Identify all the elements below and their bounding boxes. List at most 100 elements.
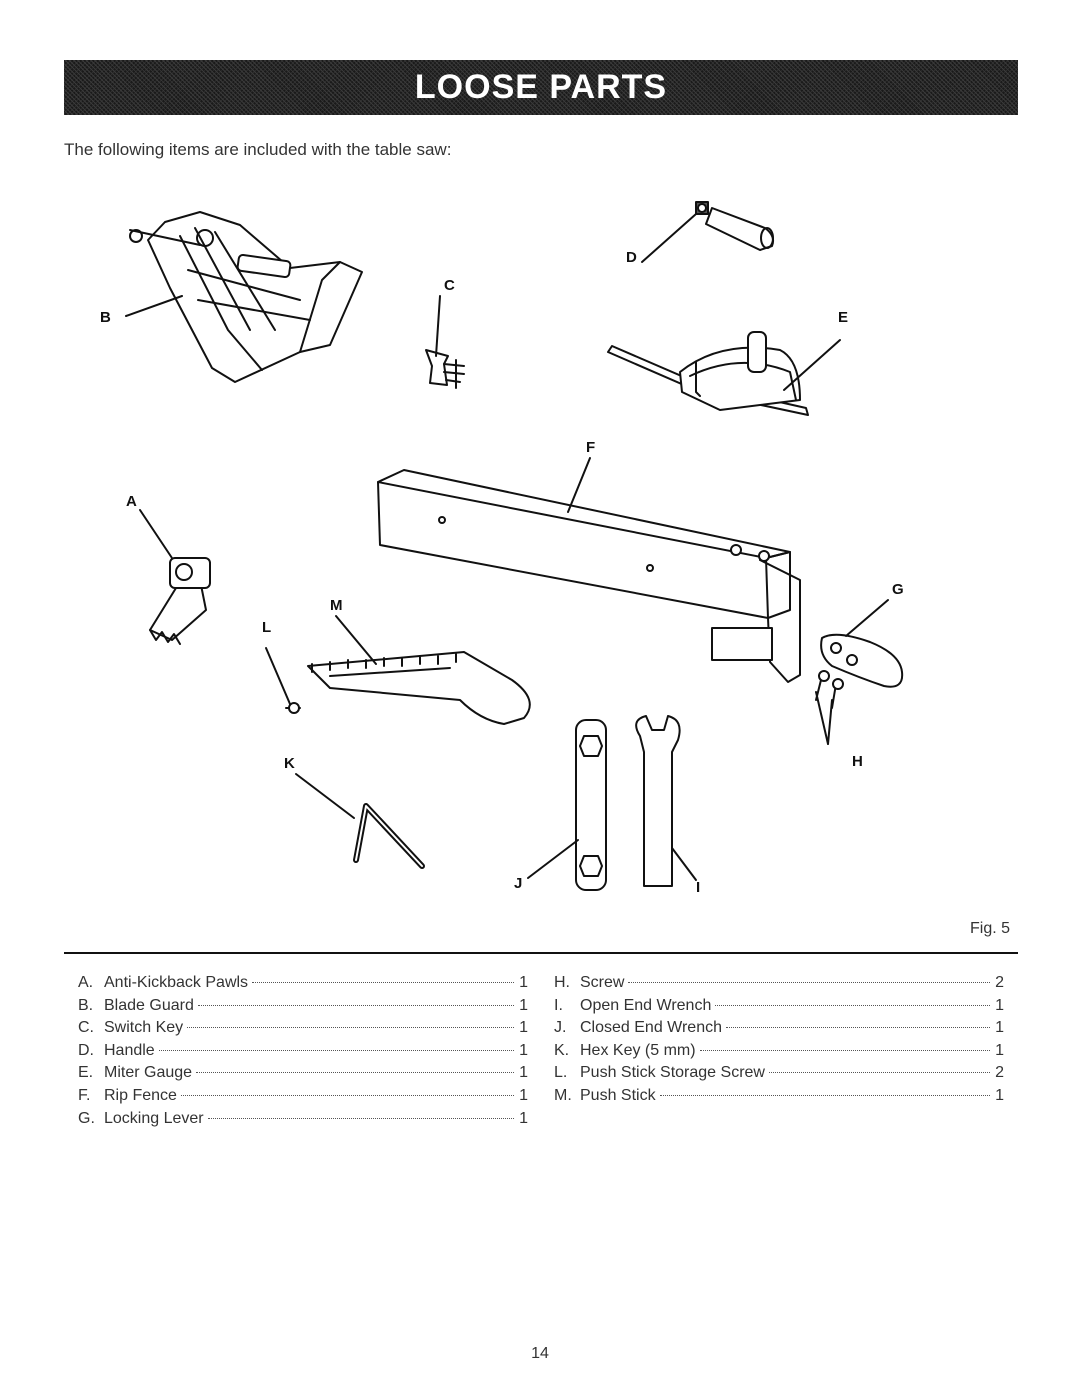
section-title: Loose Parts	[414, 68, 668, 106]
part-letter: G.	[78, 1109, 95, 1127]
part-letter: E.	[78, 1064, 94, 1082]
callout-k: K	[284, 755, 295, 772]
part-quantity: 1	[995, 1086, 1004, 1104]
miter-gauge-illustration	[607, 331, 809, 416]
parts-list-item: E. Miter Gauge 1	[78, 1062, 528, 1085]
part-letter: C.	[78, 1019, 94, 1037]
leader-dots	[207, 1117, 514, 1119]
part-name: Open End Wrench	[580, 996, 712, 1014]
parts-list-item: B. Blade Guard 1	[78, 995, 528, 1018]
part-letter: J.	[554, 1019, 567, 1037]
closed-end-wrench-illustration	[575, 719, 607, 891]
part-quantity: 1	[519, 996, 528, 1014]
parts-list-item: L. Push Stick Storage Screw 2	[554, 1062, 1004, 1085]
part-letter: D.	[78, 1041, 94, 1059]
push-stick-illustration	[307, 651, 531, 725]
part-quantity: 1	[519, 1109, 528, 1127]
parts-list-item: C. Switch Key 1	[78, 1017, 528, 1040]
part-letter: L.	[554, 1064, 568, 1082]
callout-j: J	[514, 875, 522, 892]
handle-illustration	[695, 201, 775, 251]
callout-h: H	[852, 753, 863, 770]
callout-b: B	[100, 309, 111, 326]
page-number: 14	[531, 1345, 549, 1362]
screws-illustration	[815, 670, 844, 709]
hex-key-illustration	[353, 803, 425, 869]
part-quantity: 2	[995, 974, 1004, 991]
callout-m: M	[330, 597, 343, 614]
part-letter: A.	[78, 974, 94, 991]
switch-key-illustration	[425, 349, 465, 389]
part-quantity: 1	[519, 1041, 528, 1059]
intro-text: The following items are included with th…	[64, 140, 452, 159]
part-letter: H.	[554, 974, 570, 991]
leader-dots	[196, 1072, 514, 1074]
callout-e: E	[838, 309, 848, 326]
parts-list-item: F. Rip Fence 1	[78, 1085, 528, 1108]
part-name: Blade Guard	[104, 996, 194, 1014]
part-name: Miter Gauge	[104, 1064, 193, 1082]
parts-list-item: D. Handle 1	[78, 1040, 528, 1063]
leader-dots	[715, 1004, 990, 1006]
leader-dots	[659, 1094, 990, 1096]
callout-g: G	[892, 581, 904, 598]
callout-l: L	[262, 619, 271, 636]
storage-screw-illustration	[285, 702, 301, 714]
callout-c: C	[444, 277, 455, 294]
callout-f: F	[586, 439, 595, 456]
leader-dots	[158, 1049, 514, 1051]
part-quantity: 1	[995, 996, 1004, 1014]
part-quantity: 2	[995, 1064, 1004, 1082]
parts-list-item: J. Closed End Wrench 1	[554, 1017, 1004, 1040]
leader-dots	[768, 1072, 990, 1074]
part-quantity: 1	[519, 1086, 528, 1104]
anti-kickback-pawls-illustration	[149, 557, 211, 645]
part-quantity: 1	[995, 1041, 1004, 1059]
divider-rule	[64, 952, 1018, 954]
part-quantity: 1	[519, 974, 528, 991]
open-end-wrench-illustration	[635, 715, 681, 887]
leader-dots	[699, 1049, 990, 1051]
part-name: Screw	[580, 974, 625, 991]
part-name: Switch Key	[104, 1019, 184, 1037]
part-name: Push Stick Storage Screw	[580, 1064, 765, 1082]
leader-dots	[187, 1027, 514, 1029]
part-name: Handle	[104, 1041, 155, 1059]
part-letter: I.	[554, 996, 563, 1014]
callout-a: A	[126, 493, 137, 510]
part-name: Closed End Wrench	[580, 1019, 722, 1037]
leader-dots	[726, 1027, 990, 1029]
part-quantity: 1	[519, 1064, 528, 1082]
callout-d: D	[626, 249, 637, 266]
parts-list-item: K. Hex Key (5 mm) 1	[554, 1040, 1004, 1063]
leader-dots	[180, 1094, 514, 1096]
section-banner: Loose Parts	[64, 60, 1018, 115]
part-quantity: 1	[519, 1019, 528, 1037]
part-name: Locking Lever	[104, 1109, 204, 1127]
part-quantity: 1	[995, 1019, 1004, 1037]
rip-fence-illustration	[377, 469, 801, 683]
part-letter: F.	[78, 1086, 91, 1104]
parts-list-item: H. Screw 2	[554, 972, 1004, 995]
part-name: Rip Fence	[104, 1086, 177, 1104]
part-name: Hex Key (5 mm)	[580, 1041, 696, 1059]
part-name: Anti-Kickback Pawls	[104, 974, 249, 991]
part-letter: M.	[554, 1086, 572, 1104]
leader-dots	[628, 982, 990, 983]
blade-guard-illustration	[129, 211, 363, 383]
figure-caption: Fig. 5	[969, 920, 1010, 937]
leader-dots	[197, 1004, 514, 1006]
parts-list-item: M. Push Stick 1	[554, 1085, 1004, 1108]
leader-dots	[252, 982, 514, 983]
part-letter: B.	[78, 996, 94, 1014]
part-name: Push Stick	[580, 1086, 656, 1104]
part-letter: K.	[554, 1041, 570, 1059]
callout-i: I	[696, 879, 700, 896]
parts-list-item: A. Anti-Kickback Pawls 1	[78, 972, 528, 995]
locking-lever-illustration	[820, 633, 904, 688]
parts-list-item: G. Locking Lever 1	[78, 1108, 528, 1131]
parts-list-item: I. Open End Wrench 1	[554, 995, 1004, 1018]
